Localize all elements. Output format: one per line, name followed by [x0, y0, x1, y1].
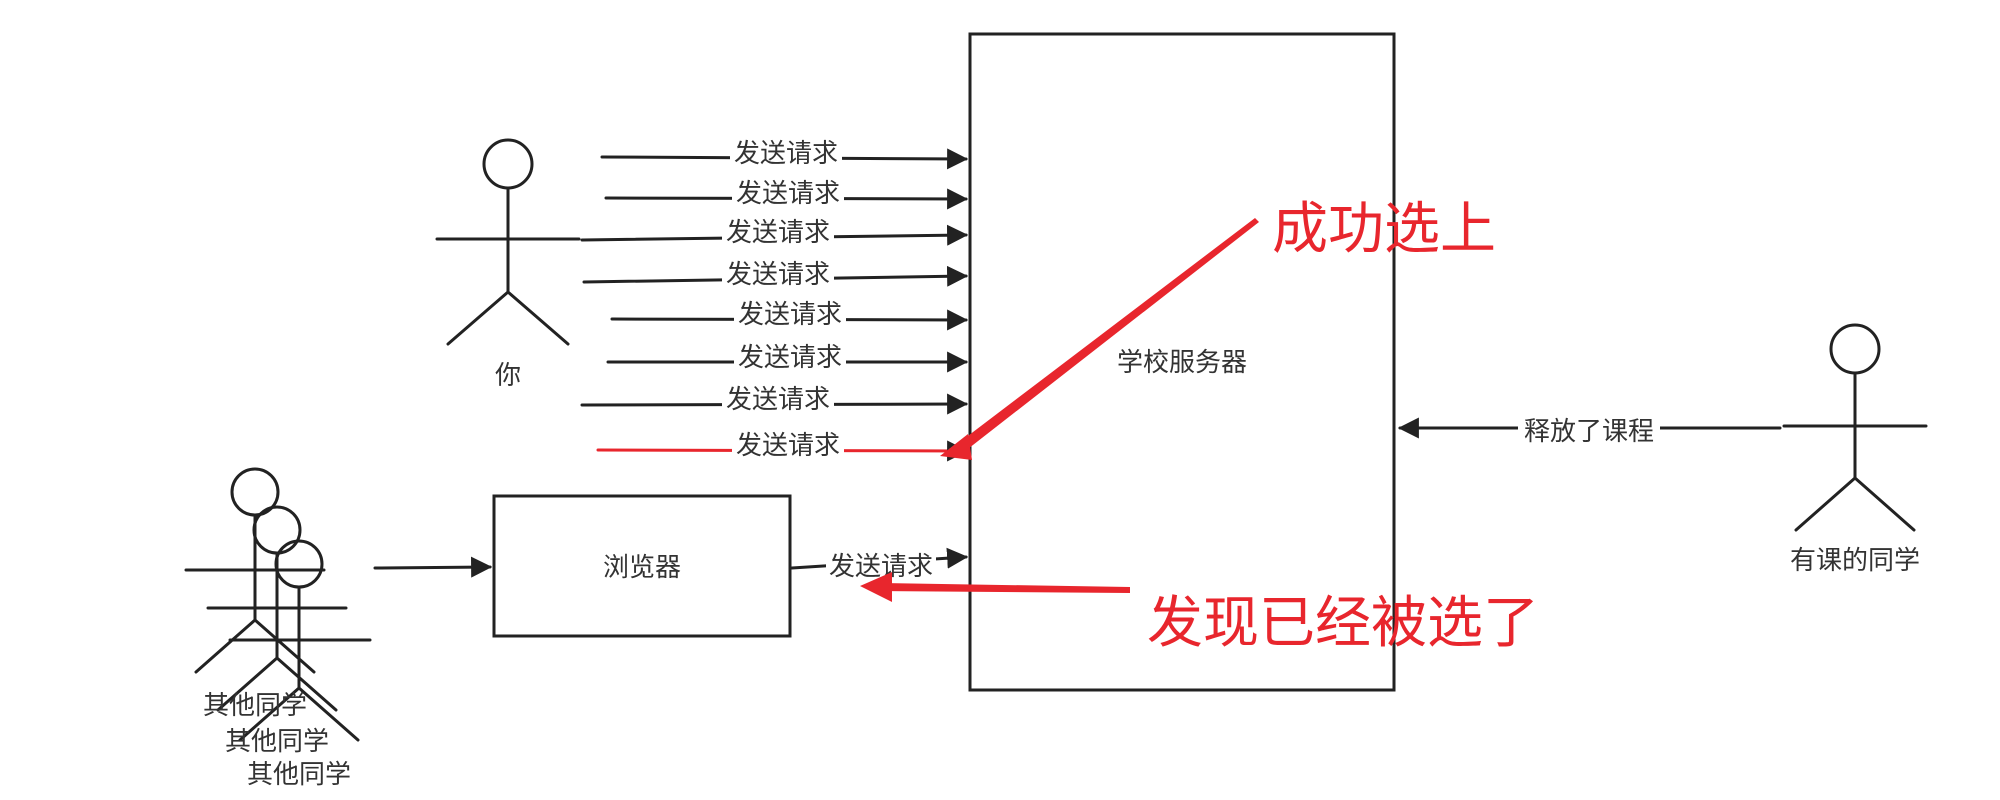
release-label-bg: [1518, 412, 1660, 446]
request-label-4: 发送请求: [726, 260, 830, 290]
request-label-bg-4: [722, 257, 834, 291]
you-figure: [435, 138, 581, 346]
owner-right-leg: [1853, 476, 1916, 532]
server-label: 学校服务器: [1117, 348, 1247, 378]
other-1-label: 其他同学: [203, 691, 307, 721]
you-head: [482, 138, 534, 190]
other-2-head: [252, 505, 302, 555]
owner-left-leg: [1794, 476, 1857, 532]
request-label-bg-1: [730, 136, 842, 170]
other-2-label: 其他同学: [225, 727, 329, 757]
request-label-6: 发送请求: [738, 343, 842, 373]
owner-label: 有课的同学: [1790, 546, 1920, 576]
request-label-5: 发送请求: [738, 300, 842, 330]
success-annotation: 成功选上: [1272, 197, 1496, 262]
browser-box: [492, 494, 792, 638]
owner-head: [1829, 323, 1881, 375]
request-label-2: 发送请求: [736, 179, 840, 209]
other-figure-2: [206, 505, 348, 712]
release-arrow: 释放了课程: [1397, 412, 1782, 447]
release-label: 释放了课程: [1524, 417, 1654, 447]
request-label-bg-6: [734, 340, 846, 374]
success-pointer-arrow: [946, 218, 1259, 458]
other-figure-3: [228, 539, 372, 742]
server-box: [968, 32, 1396, 692]
request-label-bg-8: [732, 428, 844, 462]
you-right-leg: [506, 290, 570, 346]
request-label-1: 发送请求: [734, 139, 838, 169]
taken-pointer-head: [860, 572, 892, 602]
success-pointer-head: [940, 434, 972, 460]
other-3-label: 其他同学: [247, 760, 351, 790]
other-3-left-leg: [238, 686, 301, 742]
request-label-8: 发送请求: [736, 431, 840, 461]
browser-request-arrow: 发送请求: [790, 547, 969, 582]
taken-pointer-arrow: [880, 583, 1130, 593]
owner-figure: [1782, 323, 1928, 532]
other-3-head: [274, 539, 324, 589]
request-label-7: 发送请求: [726, 385, 830, 415]
request-label-bg-3: [722, 215, 834, 249]
you-label: 你: [495, 361, 521, 391]
request-label-bg-2: [732, 176, 844, 210]
other-1-right-leg: [253, 618, 316, 674]
you-left-leg: [446, 290, 510, 346]
other-2-left-leg: [216, 656, 279, 712]
other-figure-1: [184, 467, 326, 674]
request-label-bg-7: [722, 382, 834, 416]
request-label-bg-5: [734, 297, 846, 331]
request-label-3: 发送请求: [726, 218, 830, 248]
browser-label: 浏览器: [603, 553, 681, 583]
browser-request-label-bg: [826, 548, 936, 582]
other-3-right-leg: [297, 686, 360, 742]
others-to-browser-arrow: [373, 556, 493, 578]
taken-annotation: 发现已经被选了: [1147, 591, 1539, 656]
other-1-left-leg: [194, 618, 257, 674]
other-2-right-leg: [275, 656, 338, 712]
